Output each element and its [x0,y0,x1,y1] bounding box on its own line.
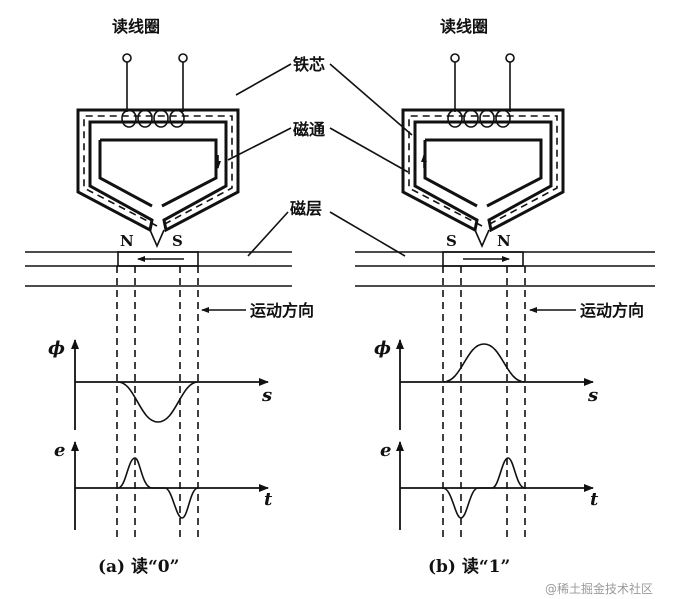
left-e-curve [117,457,199,519]
left-coil-winding [121,109,185,128]
label-motion-right: 运动方向 [580,301,644,320]
right-phi-label: ϕ [374,338,391,359]
right-phi-plot: ϕ s [374,338,598,430]
left-terminal-2 [178,53,188,63]
left-magnetized-cell [117,251,199,267]
left-terminal-1 [122,53,132,63]
right-coil-winding [447,109,511,128]
watermark: @稀土掘金技术社区 [545,581,653,596]
leader-core-right [329,63,413,136]
right-core-inner [423,138,543,208]
left-s-label: s [261,385,272,406]
right-e-curve [442,457,526,519]
caption-a: (a) 读“0” [98,556,179,577]
leader-flux-left [227,127,292,161]
right-terminal-1 [450,53,460,63]
right-terminal-2 [505,53,515,63]
left-t-label: t [264,489,273,510]
left-guides [116,266,199,540]
right-e-label: e [380,440,391,461]
right-gap [474,229,490,248]
caption-b: (b) 读“1” [428,556,510,577]
left-phi-label: ϕ [48,338,65,359]
left-pole-n: N [120,232,134,250]
left-phi-plot: ϕ s [48,338,272,430]
right-flux-path [408,115,558,227]
left-pole-s: S [172,232,183,250]
label-magnetic-layer: 磁层 [290,199,322,218]
left-iron-core [76,108,240,233]
right-magnetized-cell [442,251,524,267]
right-iron-core [401,108,565,233]
right-read-head: S N [401,53,565,250]
leader-flux-right [329,127,409,173]
left-e-label: e [54,440,65,461]
right-guides [442,266,526,540]
label-flux: 磁通 [293,120,325,139]
leader-core-left [235,63,292,96]
right-pole-n: N [497,232,511,250]
left-e-plot: e t [54,440,273,530]
left-core-inner [98,138,218,208]
right-t-label: t [590,489,599,510]
right-s-label: s [587,385,598,406]
right-phi-curve [442,343,526,383]
right-e-plot: e t [380,440,599,530]
left-read-head: N S [76,53,240,250]
label-motion-left: 运动方向 [250,301,314,320]
label-iron-core: 铁芯 [293,55,325,74]
left-phi-curve [117,381,199,423]
left-flux-path [83,115,233,227]
label-read-coil-right: 读线圈 [440,17,488,36]
left-gap [149,229,165,248]
magnetic-medium-right [355,251,655,287]
right-pole-s: S [446,232,457,250]
leader-layer-right [329,211,406,257]
label-read-coil-left: 读线圈 [112,17,160,36]
magnetic-medium-left [25,251,292,287]
leader-layer-left [247,211,289,257]
